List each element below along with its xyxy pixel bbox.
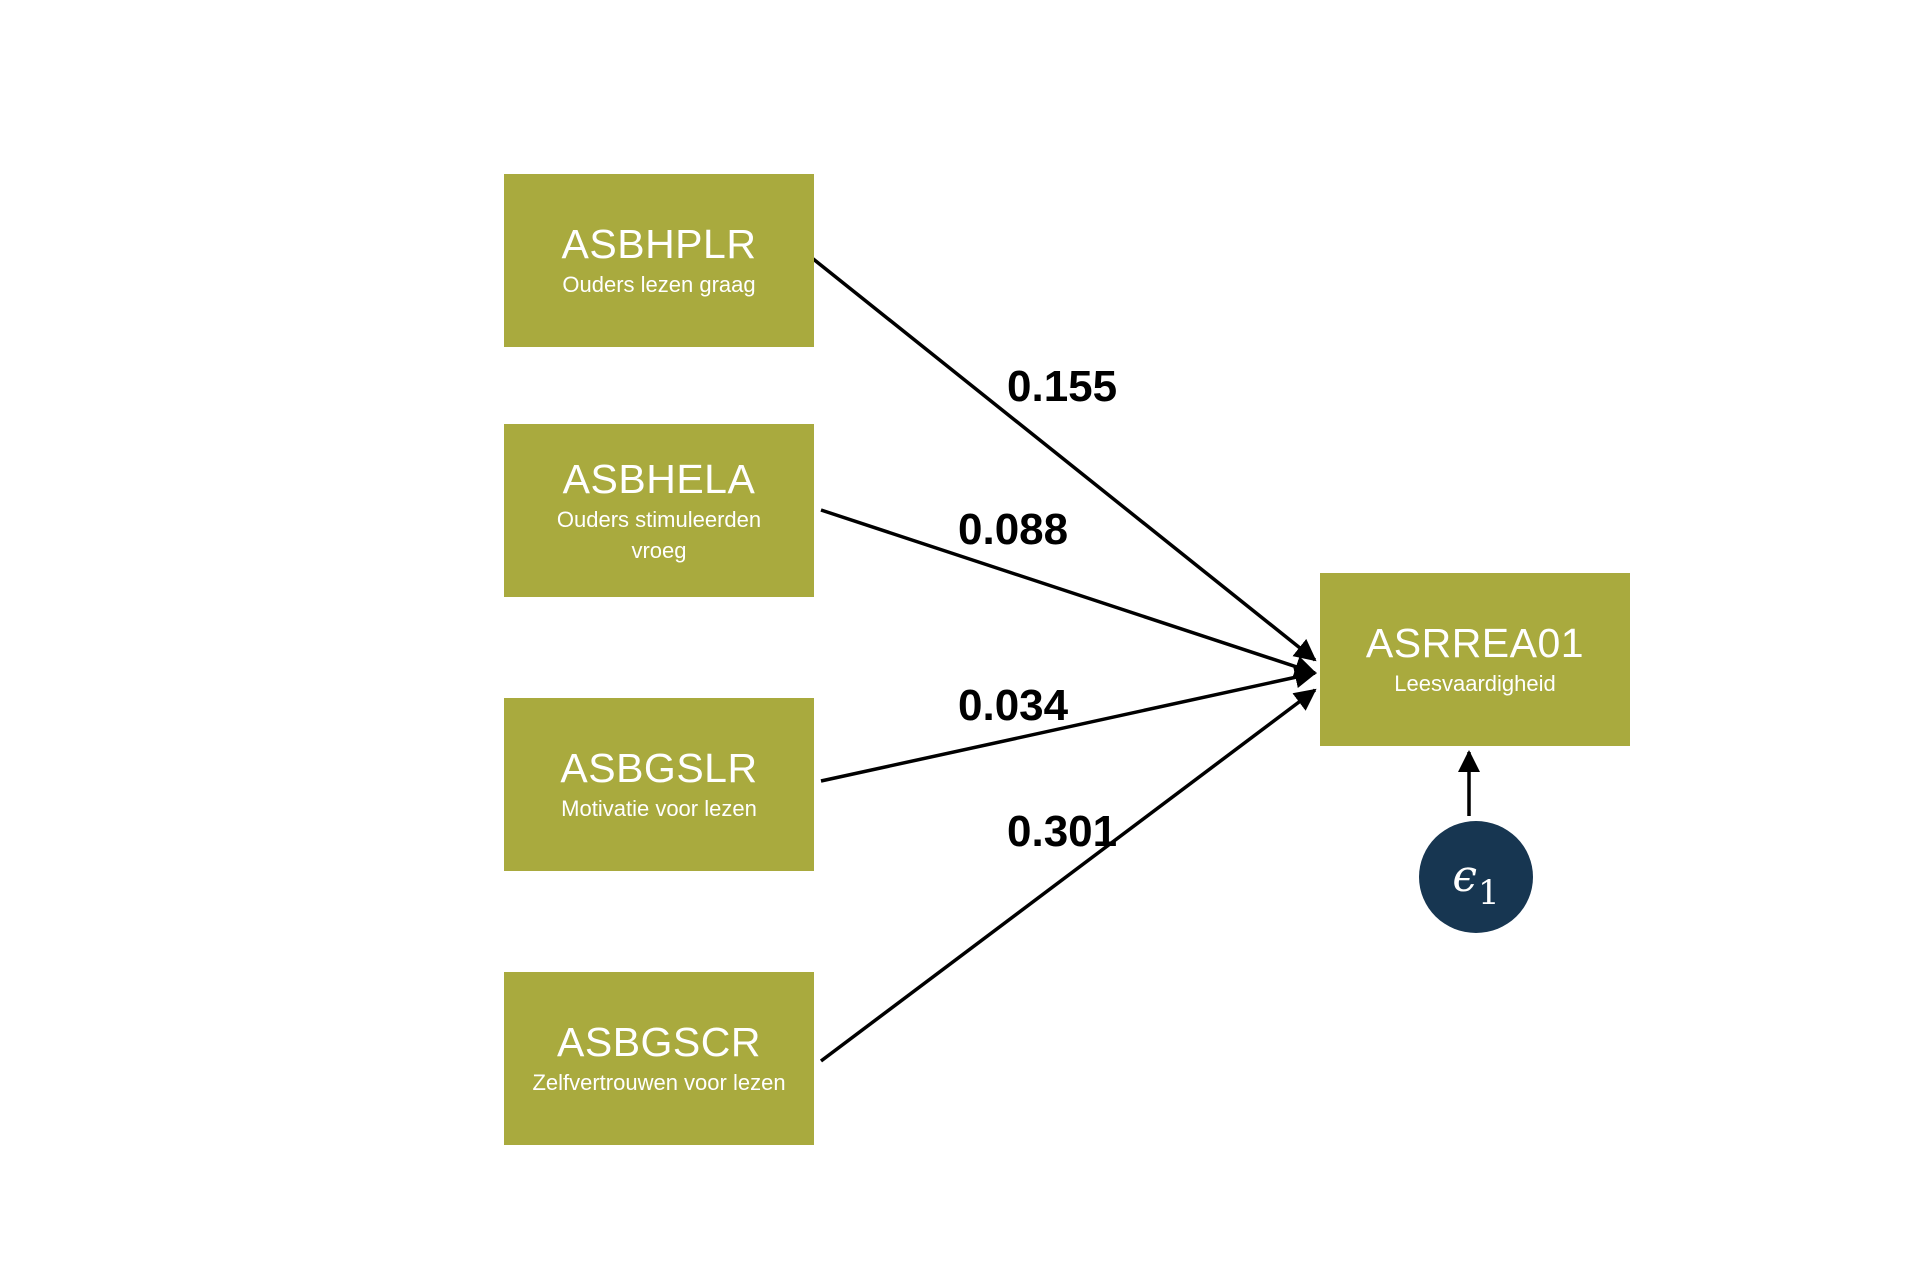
node-asbgslr: ASBGSLR Motivatie voor lezen (504, 698, 814, 871)
node-code: ASBGSCR (557, 1019, 761, 1065)
epsilon-symbol: ϵ (1452, 851, 1477, 902)
node-description: Leesvaardigheid (1394, 671, 1556, 696)
epsilon-subscript: 1 (1478, 873, 1500, 913)
path-arrow-asbhplr (810, 256, 1317, 662)
path-arrow-asbhela (820, 508, 1317, 678)
node-asbhplr: ASBHPLR Ouders lezen graag (504, 174, 814, 347)
node-asrrea01: ASRREA01 Leesvaardigheid (1320, 573, 1630, 746)
node-code: ASBHPLR (561, 221, 757, 267)
node-code: ASBGSLR (560, 745, 758, 791)
node-description: Motivatie voor lezen (561, 796, 757, 821)
node-asbgscr: ASBGSCR Zelfvertrouwen voor lezen (504, 972, 814, 1145)
node-description: Ouders stimuleerden vroeg (556, 506, 762, 563)
node-code: ASBHELA (562, 455, 756, 502)
node-asbhela: ASBHELA Ouders stimuleerden vroeg (504, 424, 814, 597)
coefficient-asbhela: 0.088 (958, 505, 1069, 554)
path-arrow-asbgscr (819, 688, 1317, 1063)
coefficient-asbhplr: 0.155 (1007, 362, 1118, 411)
coefficient-asbgscr: 0.301 (1007, 807, 1118, 856)
node-code: ASRREA01 (1365, 620, 1585, 666)
node-description: Zelfvertrouwen voor lezen (532, 1070, 786, 1095)
node-description: Ouders lezen graag (562, 272, 756, 297)
coefficient-asbgslr: 0.034 (958, 681, 1069, 730)
path-arrow-asbgslr (820, 666, 1317, 783)
